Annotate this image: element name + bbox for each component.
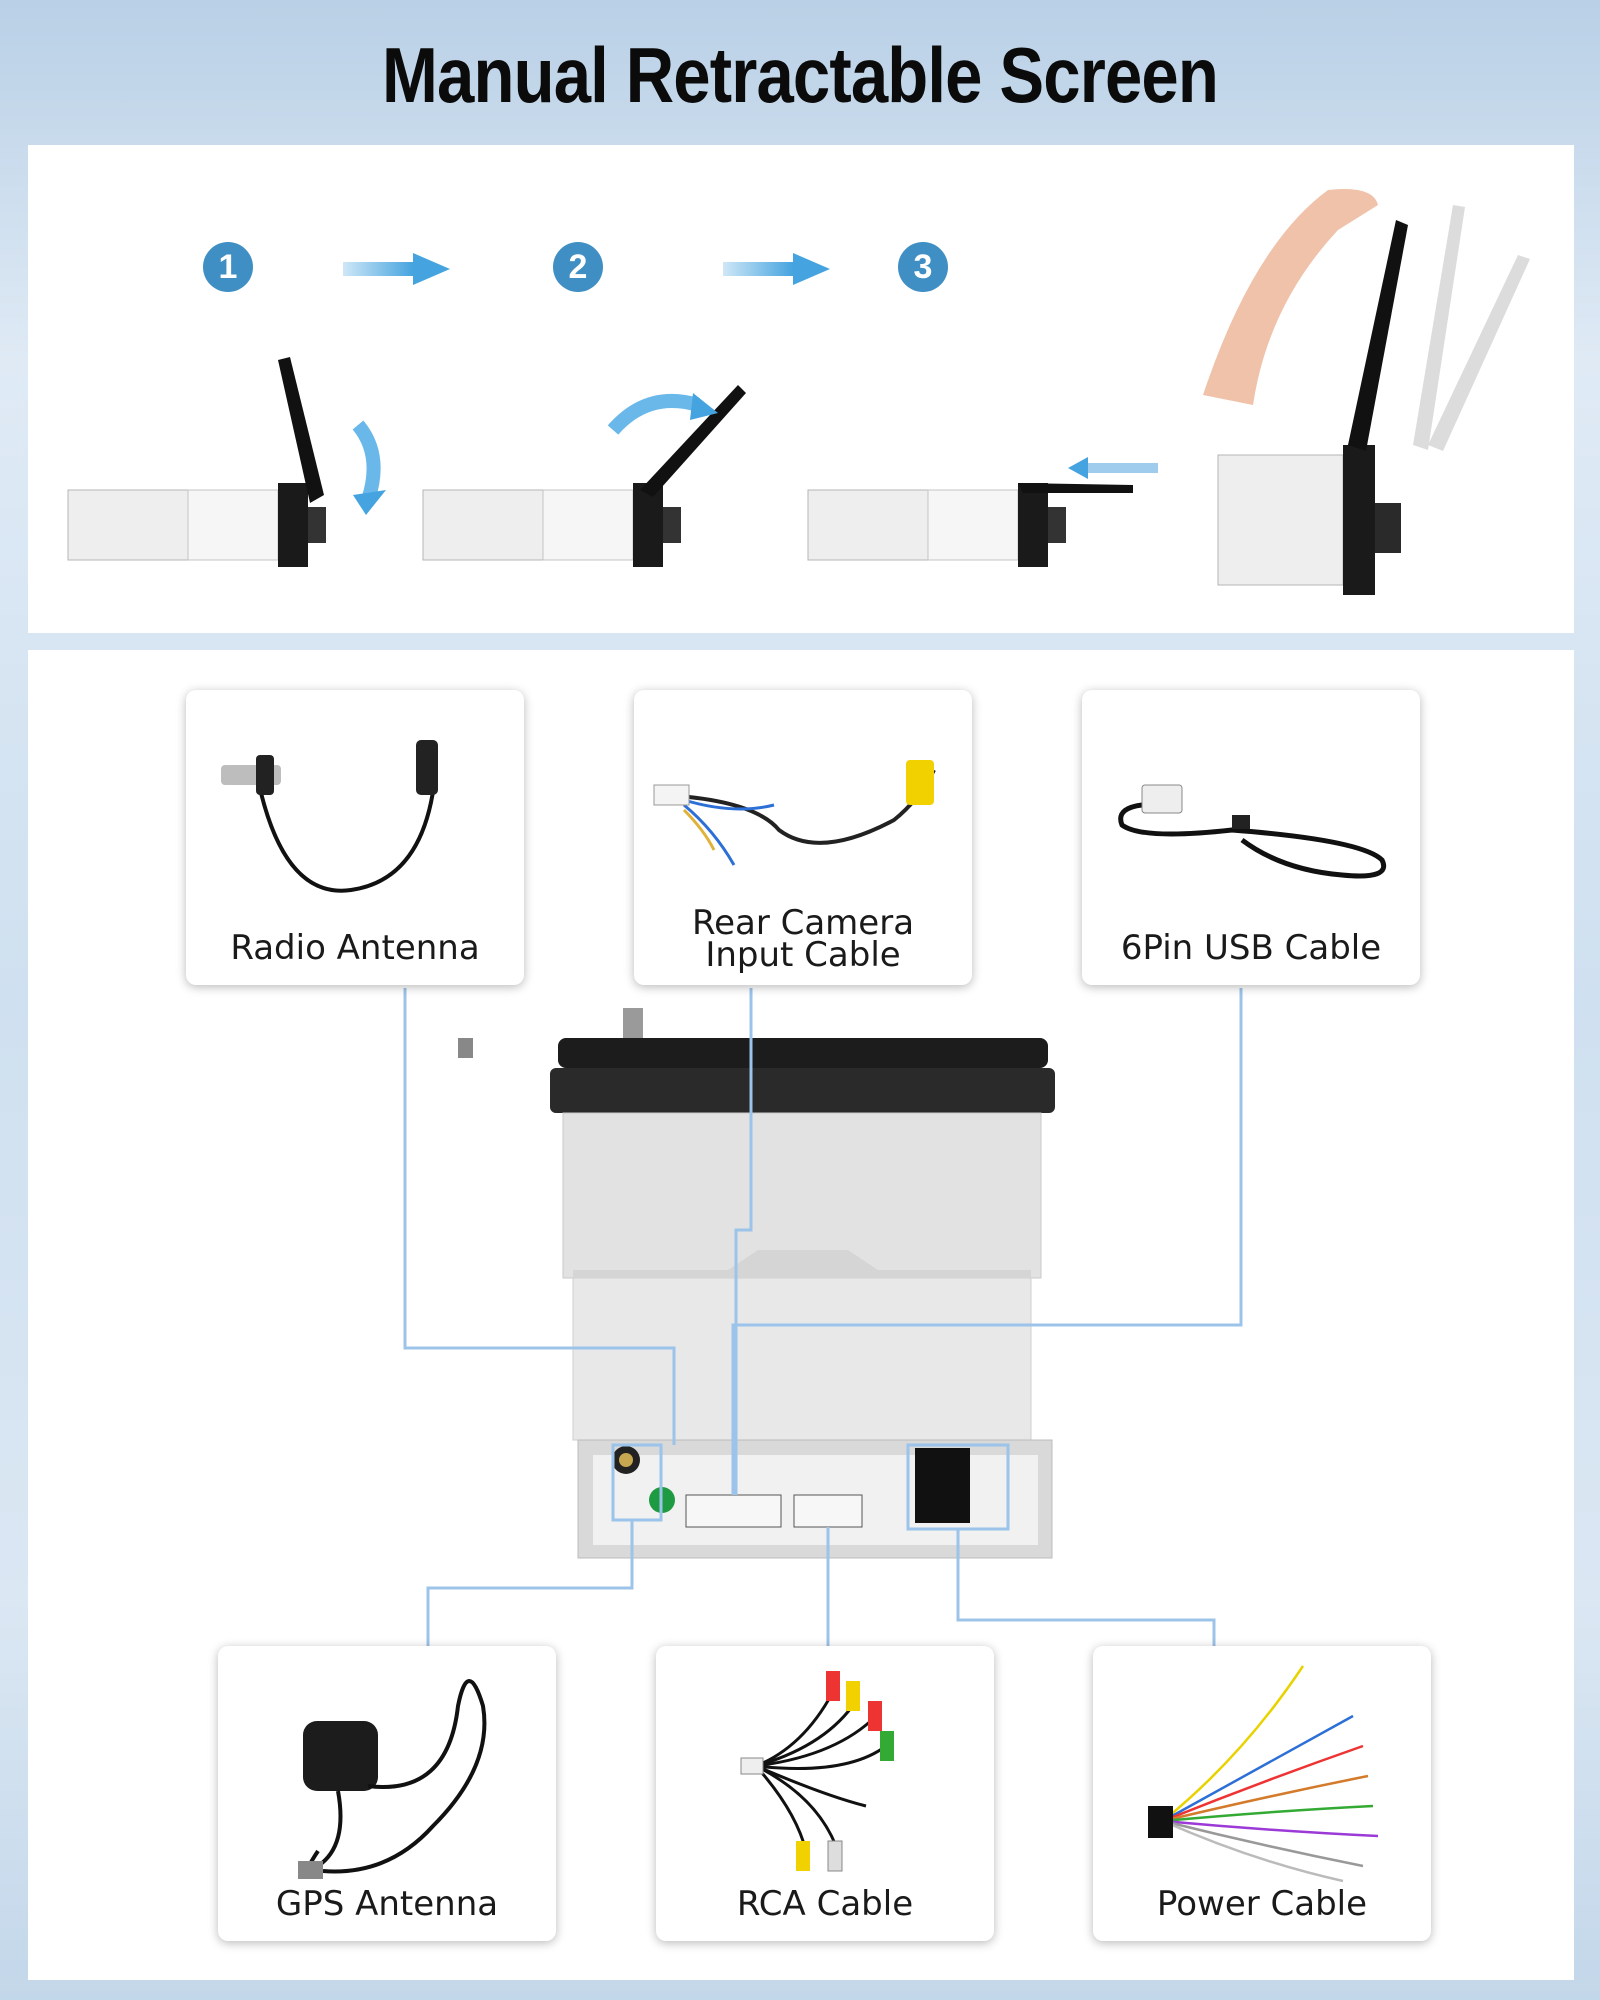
radio-antenna-label: Radio Antenna [230,928,480,968]
rca-cable-icon [740,1671,894,1872]
retraction-steps-panel: 1 2 3 [28,145,1574,633]
arrow-right-icon [723,253,830,285]
arrow-right-icon [343,253,450,285]
step-1-badge: 1 [203,242,253,292]
wiring-diagram [403,988,1243,1646]
card-rear-camera-cable: Rear Camera Input Cable [634,690,972,985]
connector-lines [403,988,1243,1646]
card-rca-cable: RCA Cable [656,1646,994,1941]
head-unit-step-1 [67,357,386,567]
power-cable-icon [1148,1665,1379,1883]
head-unit-step-2 [422,385,746,567]
step-3-badge: 3 [898,242,948,292]
head-unit-rear-view [458,1008,1055,1559]
wiring-panel: Radio Antenna Rear Camera Input Cable 6P… [28,650,1574,1980]
hand-image [1203,189,1378,405]
gps-antenna-icon [298,1679,487,1879]
card-radio-antenna: Radio Antenna [186,690,524,985]
rear-camera-label-line1: Rear Camera [691,903,915,943]
gps-antenna-label: GPS Antenna [275,1884,499,1924]
retraction-illustration [67,189,1530,595]
head-unit-step-3 [807,457,1158,567]
step-2-badge: 2 [553,242,603,292]
radio-antenna-icon [221,740,438,893]
rear-camera-cable-icon [653,760,936,866]
card-gps-antenna: GPS Antenna [218,1646,556,1941]
page-title: Manual Retractable Screen [382,31,1219,119]
power-cable-label: Power Cable [1156,1884,1368,1924]
usb-cable-icon [1118,784,1387,879]
usb-cable-label: 6Pin USB Cable [1120,928,1382,968]
rca-cable-label: RCA Cable [736,1884,914,1924]
card-usb-cable: 6Pin USB Cable [1082,690,1420,985]
rear-camera-label-line2: Input Cable [705,935,901,975]
head-unit-raised [1203,189,1530,595]
card-power-cable: Power Cable [1093,1646,1431,1941]
